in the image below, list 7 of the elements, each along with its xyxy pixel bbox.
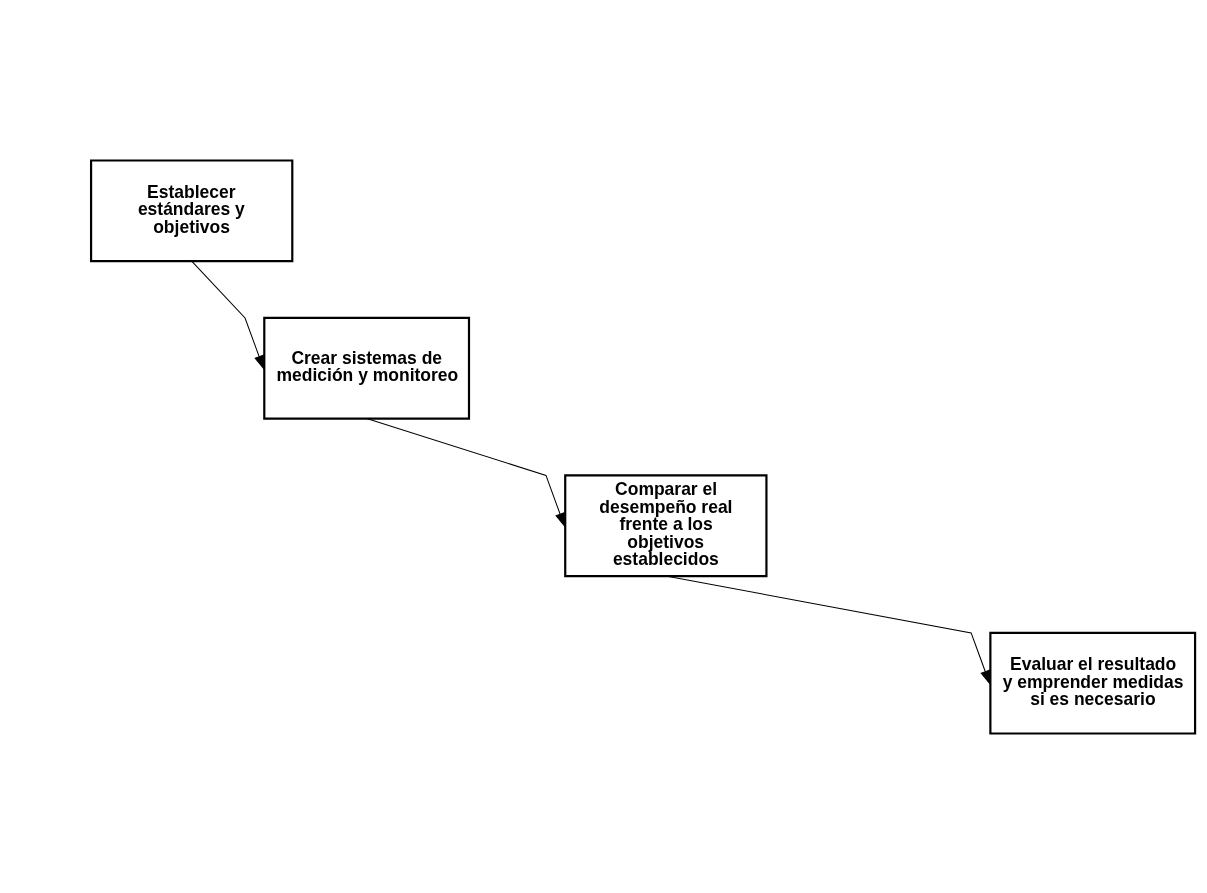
arrow xyxy=(665,575,991,685)
arrow xyxy=(191,260,264,370)
node-box: Establecer estándares y objetivos xyxy=(90,158,294,262)
node-box: Comparar el desempeño real frente a los objetivos establecidos xyxy=(564,473,768,577)
node-box: Crear sistemas de medición y monitoreo xyxy=(263,316,471,420)
arrow xyxy=(366,417,565,527)
node-box: Evaluar el resultado y emprender medidas si es necesario xyxy=(989,631,1197,735)
